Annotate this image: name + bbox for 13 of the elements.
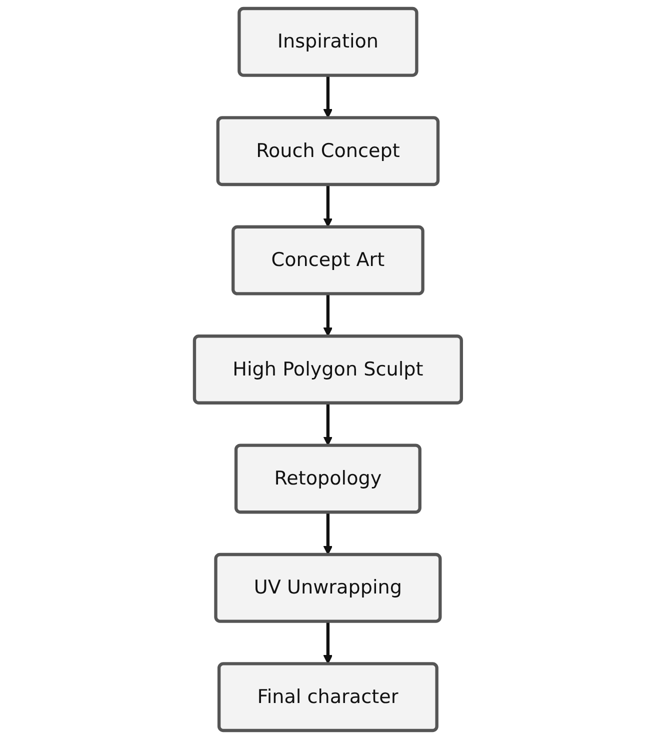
node-box: Rouch Concept xyxy=(216,116,440,186)
node-box: Inspiration xyxy=(238,6,418,77)
arrow xyxy=(323,512,333,555)
node-box: Concept Art xyxy=(232,225,424,296)
node-box: High Polygon Sculpt xyxy=(192,334,464,404)
node-box: UV Unwrapping xyxy=(214,552,442,623)
arrow xyxy=(323,75,333,118)
arrow xyxy=(323,294,333,337)
arrow xyxy=(323,621,333,664)
arrow xyxy=(323,402,333,446)
node-box: Retopology xyxy=(234,444,422,514)
arrow xyxy=(323,184,333,228)
node-box: Final character xyxy=(218,662,438,732)
